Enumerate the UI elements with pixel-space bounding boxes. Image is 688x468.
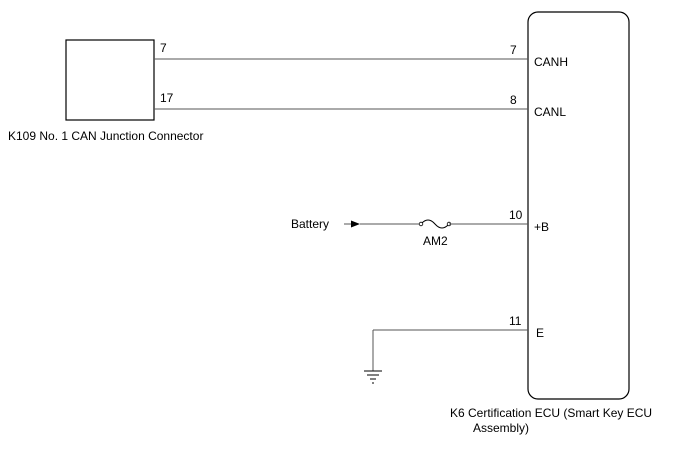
fuse-label: AM2 — [423, 234, 448, 248]
ecu-label-line2: Assembly) — [473, 421, 529, 435]
can-junction-connector-box — [65, 39, 155, 121]
certification-ecu-box — [527, 11, 630, 400]
ecu-label-line1: K6 Certification ECU (Smart Key ECU — [450, 406, 652, 420]
connector-label: K109 No. 1 CAN Junction Connector — [8, 129, 203, 143]
connector-pin-canl: 17 — [160, 91, 174, 105]
ecu-pin-canl-number: 8 — [510, 93, 517, 107]
connector-pin-canh: 7 — [160, 41, 167, 55]
ecu-pin-e-number: 11 — [509, 314, 522, 328]
ecu-pin-b-number: 10 — [509, 208, 523, 222]
battery-label: Battery — [291, 217, 329, 231]
ecu-pin-b-name: +B — [534, 220, 549, 234]
ecu-pin-e-name: E — [536, 326, 544, 340]
ecu-pin-canl-name: CANL — [534, 105, 566, 119]
arrow-icon — [344, 220, 360, 228]
ecu-pin-canh-number: 7 — [510, 43, 517, 57]
fuse-icon — [418, 219, 452, 229]
ecu-pin-canh-name: CANH — [534, 55, 568, 69]
ground-icon — [364, 370, 382, 384]
